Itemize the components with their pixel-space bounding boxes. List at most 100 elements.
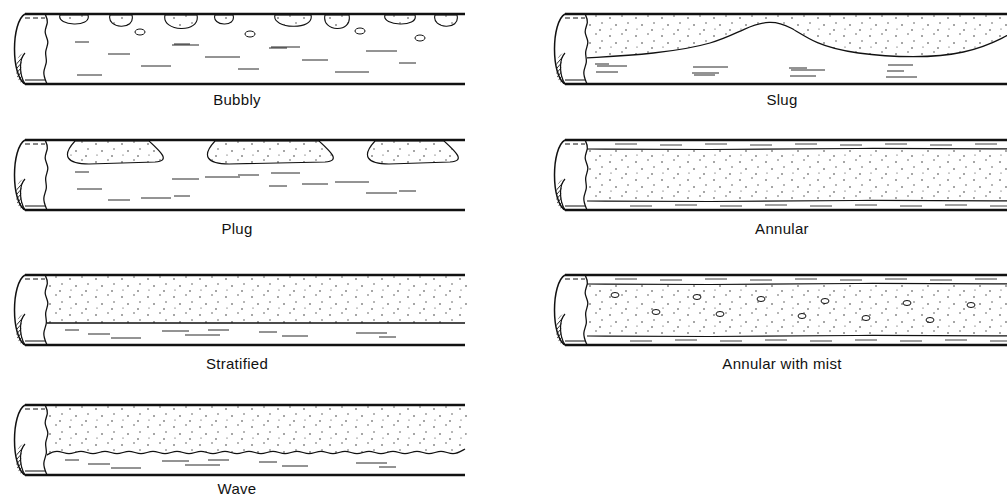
liquid-stroke <box>888 65 913 66</box>
liquid-stroke <box>615 279 637 280</box>
pipe-wall <box>25 139 465 142</box>
liquid-stroke <box>900 206 922 207</box>
liquid-stroke <box>269 186 287 187</box>
regime-label: Annular with mist <box>722 356 841 373</box>
pipe-wall <box>25 471 45 472</box>
hatch-stroke <box>515 305 550 345</box>
hatch-stroke <box>7 435 42 475</box>
gas-bubble <box>355 28 365 34</box>
break-line <box>44 405 48 475</box>
pipe-wall <box>565 13 1007 16</box>
liquid-film <box>587 200 1007 201</box>
hatch-stroke <box>0 435 34 475</box>
pipe-contents <box>587 15 1007 77</box>
hatch-stroke <box>583 44 618 84</box>
hatch-stroke <box>43 435 78 475</box>
gas-bubble <box>110 15 133 26</box>
gas-region <box>215 15 234 24</box>
hatch-stroke <box>547 305 582 345</box>
hatch-stroke <box>0 435 10 475</box>
liquid-stroke <box>840 145 862 146</box>
pipe-section <box>0 14 465 84</box>
liquid-stroke <box>356 333 387 334</box>
gas-liquid-interface <box>47 322 465 323</box>
hatch-stroke <box>519 170 554 210</box>
liquid-stroke <box>141 198 171 199</box>
pipe-end <box>555 140 566 210</box>
liquid-stroke <box>282 336 308 337</box>
hatch-stroke <box>47 435 82 475</box>
hatch-stroke <box>0 170 14 210</box>
liquid-stroke <box>810 206 832 207</box>
liquid-stroke <box>887 71 904 72</box>
liquid-stroke <box>615 144 637 145</box>
liquid-stroke <box>885 144 907 145</box>
pipe-wall <box>25 206 45 207</box>
liquid-film <box>587 335 1007 336</box>
gas-bubble <box>245 31 255 37</box>
break-line <box>584 275 588 345</box>
hatch-stroke <box>31 305 66 345</box>
hatch-stroke <box>0 435 14 475</box>
liquid-stroke <box>174 44 190 45</box>
liquid-stroke <box>975 279 997 280</box>
liquid-stroke <box>750 280 772 281</box>
break-line <box>44 275 48 345</box>
pipe-wall <box>565 206 585 207</box>
hatch-stroke <box>591 170 626 210</box>
pipe-wall <box>565 139 1007 142</box>
liquid-film <box>587 148 1007 149</box>
hatch-stroke <box>47 170 82 210</box>
pipe-end <box>21 444 26 475</box>
droplet <box>611 293 619 298</box>
hatch-stroke <box>563 305 598 345</box>
liquid-stroke <box>789 68 807 69</box>
hatch-stroke <box>7 170 42 210</box>
hatch-stroke <box>575 44 610 84</box>
liquid-stroke <box>271 173 300 174</box>
break-line <box>44 140 48 210</box>
hatch-stroke <box>0 305 34 345</box>
droplet <box>862 316 870 321</box>
pipe-wall <box>565 344 1007 347</box>
liquid-stroke <box>750 145 772 146</box>
regime-label: Bubbly <box>213 92 261 109</box>
liquid-stroke <box>886 77 917 78</box>
hatch-stroke <box>575 305 610 345</box>
hatch-stroke <box>23 435 58 475</box>
liquid-stroke <box>675 205 697 206</box>
regime-label: Slug <box>766 92 797 109</box>
pipe-end <box>15 140 26 210</box>
gas-plug <box>67 141 163 164</box>
pipe-section <box>515 275 1007 345</box>
hatch-stroke <box>7 305 42 345</box>
gas-bubble <box>325 15 350 29</box>
droplet <box>903 301 911 306</box>
hatch-stroke <box>43 305 78 345</box>
hatch-stroke <box>0 44 26 84</box>
hatch-stroke <box>571 305 606 345</box>
liquid-stroke <box>174 196 190 197</box>
hatch-stroke <box>19 305 54 345</box>
gas-liquid-interface <box>587 22 1007 58</box>
hatch-stroke <box>535 170 570 210</box>
hatch-stroke <box>519 305 554 345</box>
pipe-wall <box>25 404 465 407</box>
gas-region <box>165 15 198 29</box>
regime-label: Stratified <box>206 356 268 373</box>
liquid-stroke <box>990 341 1007 342</box>
hatch-stroke <box>51 170 86 210</box>
liquid-stroke <box>302 60 328 61</box>
hatch-stroke <box>0 170 26 210</box>
hatch-stroke <box>51 435 86 475</box>
hatch-stroke <box>587 44 622 84</box>
liquid-stroke <box>855 205 877 206</box>
pipe-end <box>561 53 566 84</box>
hatch-stroke <box>19 170 54 210</box>
gas-bubble <box>60 15 89 24</box>
pipe-wall <box>25 18 45 19</box>
pipe-wall <box>25 274 465 277</box>
hatch-stroke <box>583 170 618 210</box>
liquid-stroke <box>141 66 171 67</box>
